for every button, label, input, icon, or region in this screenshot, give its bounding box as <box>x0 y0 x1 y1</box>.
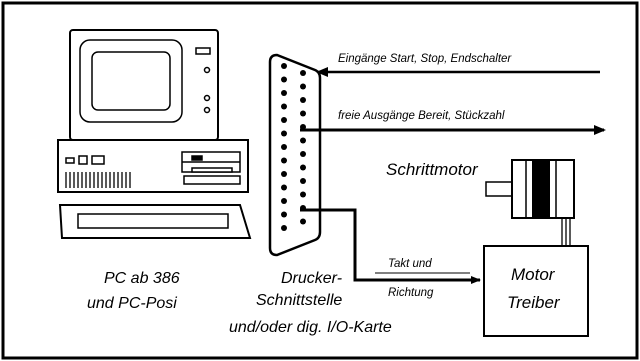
direction-label: Richtung <box>388 287 434 299</box>
port-label-line2: Schnittstelle <box>256 292 343 309</box>
connector-pin <box>300 97 306 103</box>
connector-pin <box>281 76 287 83</box>
pc-label-line1: PC ab 386 <box>104 270 180 287</box>
clock-direction-arrow <box>300 208 481 284</box>
connector-pin <box>281 225 287 231</box>
connector-pin <box>281 90 287 96</box>
connector-pin <box>300 178 306 184</box>
outputs-label: freie Ausgänge Bereit, Stückzahl <box>338 110 505 122</box>
connector-pin <box>281 103 287 110</box>
stepper-motor-label: Schrittmotor <box>386 160 478 179</box>
connector-pin <box>300 70 306 76</box>
io-card-label: und/oder dig. I/O-Karte <box>229 319 392 336</box>
connector-pin <box>281 157 287 164</box>
driver-label-line1: Motor <box>511 265 555 284</box>
clock-label: Takt und <box>388 258 432 270</box>
connector-pin <box>300 218 306 225</box>
port-label-line1: Drucker- <box>281 270 343 287</box>
connector-pin <box>281 117 287 123</box>
pc-label-line2: und PC-Posi <box>87 295 177 312</box>
connector-pin <box>300 191 306 198</box>
driver-label-line2: Treiber <box>507 293 560 312</box>
connector-pin <box>281 171 287 177</box>
connector-pin <box>300 110 306 117</box>
connector-pin <box>300 164 306 171</box>
connector-pin <box>281 63 287 69</box>
parallel-port-connector <box>268 53 322 257</box>
connector-pin <box>281 198 287 204</box>
connector-pin <box>300 83 306 90</box>
connector-pin <box>281 211 287 218</box>
connector-pin <box>300 137 306 144</box>
stepper-motor <box>485 159 575 246</box>
inputs-label: Eingänge Start, Stop, Endschalter <box>338 53 512 65</box>
connector-pin <box>281 144 287 150</box>
pc-computer <box>57 29 252 239</box>
connector-pin <box>281 130 287 137</box>
connector-pin <box>300 151 306 157</box>
motor-driver-box <box>483 245 589 337</box>
connector-pin <box>281 184 287 191</box>
